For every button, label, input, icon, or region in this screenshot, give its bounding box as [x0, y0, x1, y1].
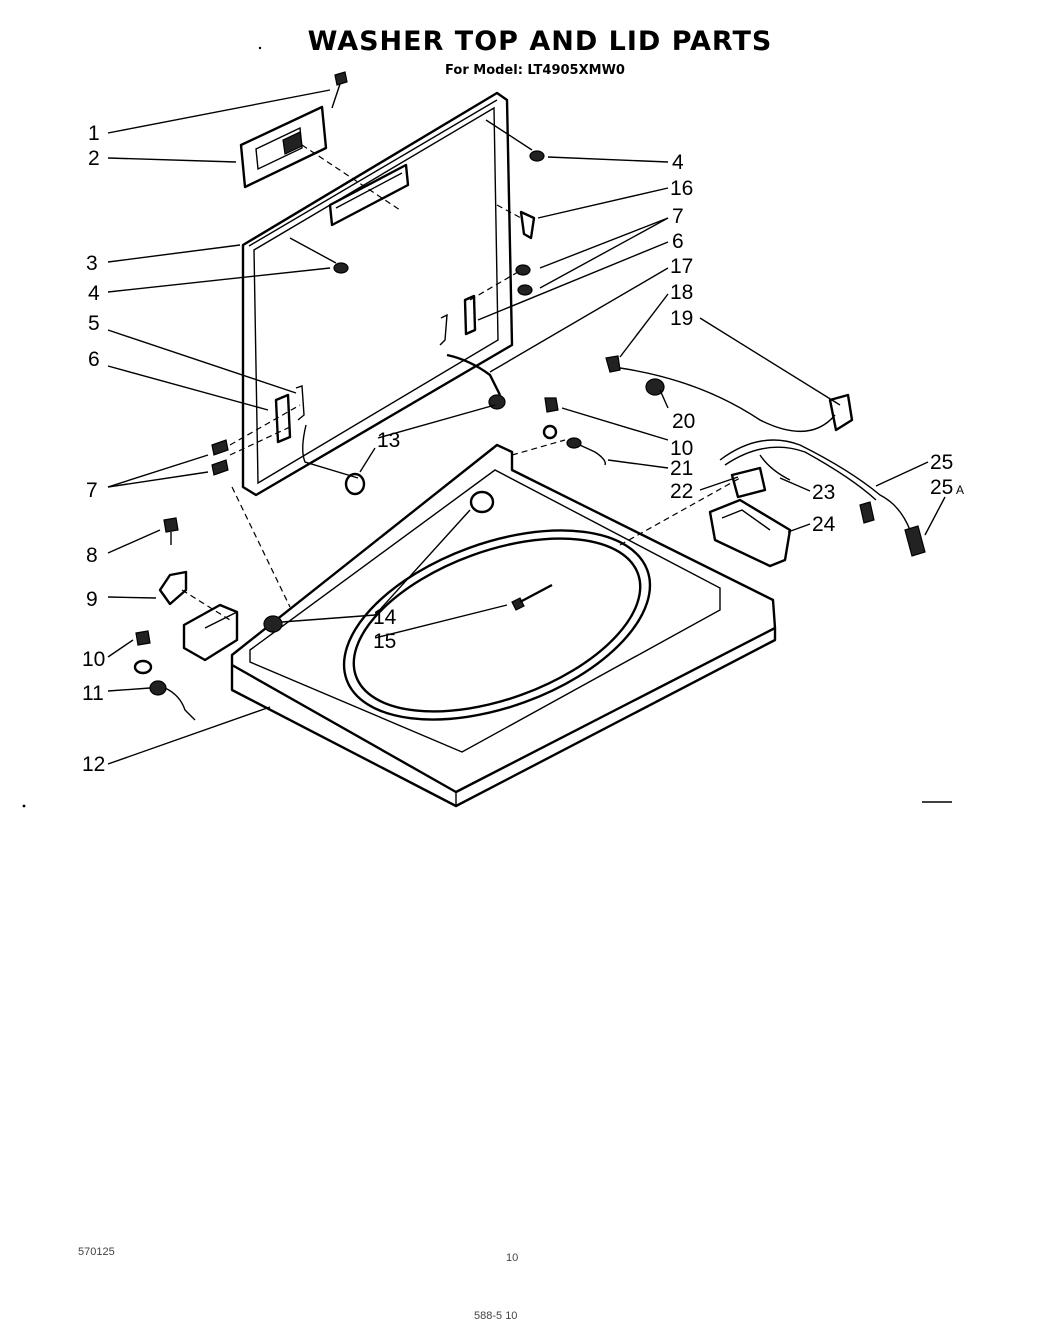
- lid-switch: [605, 355, 854, 432]
- lid-handle-plate: [239, 105, 328, 189]
- wire-harness: [719, 439, 926, 557]
- spring: [133, 630, 196, 721]
- callout-4-right: 4: [672, 151, 684, 174]
- callout-4: 4: [88, 282, 100, 305]
- hinge-block: [182, 603, 239, 662]
- lid-hinge-bracket: [229, 385, 366, 496]
- callout-8: 8: [86, 544, 98, 567]
- scan-marks: [22, 46, 952, 808]
- lid-frame: [241, 91, 514, 497]
- callout-19: 19: [670, 307, 693, 330]
- callout-12: 12: [82, 753, 105, 776]
- screw-icon: [485, 119, 545, 162]
- callout-15: 15: [373, 630, 396, 653]
- screw-icon: [289, 237, 349, 274]
- callout-25a: 25: [930, 476, 953, 499]
- callout-7-right: 7: [672, 205, 684, 228]
- callout-23: 23: [812, 481, 835, 504]
- callout-21: 21: [670, 457, 693, 480]
- callout-22: 22: [670, 480, 693, 503]
- callout-10-right: 10: [670, 437, 693, 460]
- callout-9: 9: [86, 588, 98, 611]
- callout-11: 11: [82, 682, 104, 705]
- model-subtitle: For Model: LT4905XMW0: [445, 63, 625, 78]
- switch-housing: [708, 498, 792, 568]
- screw-icon: [331, 71, 348, 109]
- page-title: WASHER TOP AND LID PARTS: [307, 26, 773, 57]
- bumper-icon: [544, 397, 559, 413]
- callout-numbers: 1 2 3 4 5 6 7 8 9 10 11 12 13 14 15 4 16…: [82, 122, 964, 776]
- callout-20: 20: [672, 410, 695, 433]
- screw-icon: [211, 439, 229, 476]
- tub-ring-opening: [342, 529, 652, 721]
- callout-2: 2: [88, 147, 100, 170]
- callout-7: 7: [86, 479, 98, 502]
- callout-24: 24: [812, 513, 836, 536]
- washer-top-panel: [230, 443, 777, 808]
- callout-6-right: 6: [672, 230, 684, 253]
- callout-1: 1: [88, 122, 100, 145]
- callout-13: 13: [377, 429, 400, 452]
- callout-6: 6: [88, 348, 100, 371]
- callout-25: 25: [930, 451, 953, 474]
- callout-17: 17: [670, 255, 693, 278]
- screw-icon: [469, 264, 533, 301]
- callout-10: 10: [82, 648, 105, 671]
- footer-bottom-code: 588-5 10: [474, 1310, 518, 1322]
- footer-page-mark: 10: [506, 1252, 519, 1264]
- clip-icon: [158, 517, 231, 621]
- callout-16: 16: [670, 177, 693, 200]
- callout-5: 5: [88, 312, 100, 335]
- footer-left-code: 570125: [78, 1246, 115, 1258]
- bumper-icon: [263, 490, 495, 633]
- callout-25a-suffix: A: [956, 483, 964, 497]
- callout-18: 18: [670, 281, 693, 304]
- screw-icon: [511, 583, 553, 611]
- clip-icon: [496, 204, 536, 240]
- spring: [542, 424, 606, 466]
- callout-3: 3: [86, 252, 98, 275]
- callout-14: 14: [373, 606, 397, 629]
- leader-lines: [107, 89, 946, 765]
